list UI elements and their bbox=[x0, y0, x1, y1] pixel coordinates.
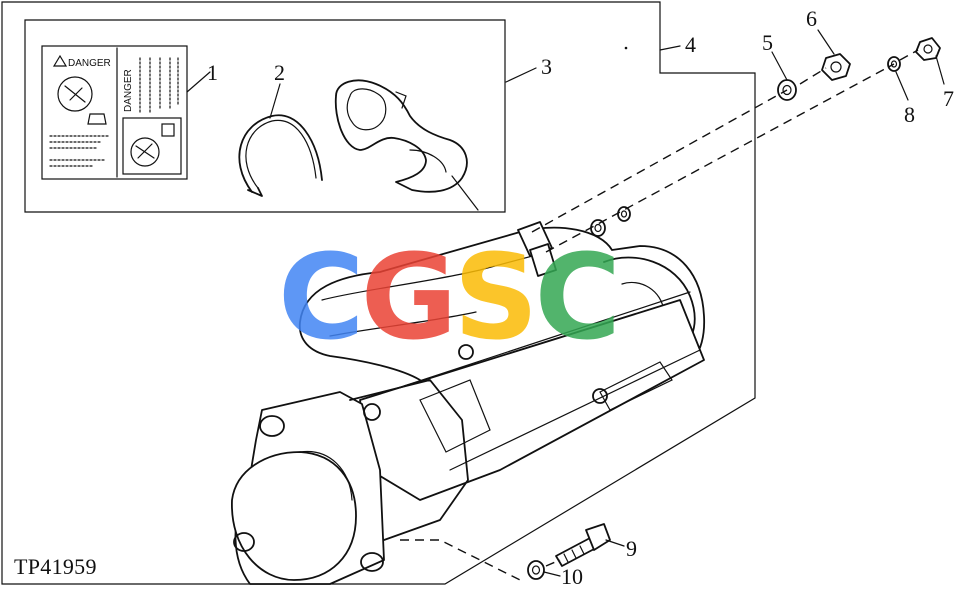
speck bbox=[624, 46, 628, 50]
terminal-washer-small bbox=[617, 206, 631, 222]
inset-box bbox=[24, 19, 506, 213]
leader-line bbox=[186, 71, 211, 93]
figure-id: TP41959 bbox=[14, 554, 97, 579]
leader-line bbox=[895, 71, 909, 101]
leader-line bbox=[543, 571, 561, 577]
lock-washer-8 bbox=[887, 56, 901, 72]
alignment-line bbox=[545, 63, 895, 253]
callout-1: 1 bbox=[207, 60, 218, 85]
terminal-nut-small bbox=[590, 219, 606, 237]
callout-6: 6 bbox=[806, 6, 817, 31]
assembly-boundary bbox=[1, 1, 756, 585]
leader-line bbox=[935, 55, 945, 85]
lock-washer-10 bbox=[527, 560, 545, 580]
leader-line bbox=[771, 51, 788, 81]
leader-line bbox=[817, 29, 835, 55]
cap-screw-9 bbox=[555, 523, 611, 567]
wire-harness-strap bbox=[238, 114, 323, 197]
nut-6 bbox=[821, 53, 851, 81]
leader-line bbox=[505, 67, 537, 83]
callout-5: 5 bbox=[762, 30, 773, 55]
callout-9: 9 bbox=[626, 536, 637, 561]
alignment-line bbox=[545, 559, 561, 567]
callout-4: 4 bbox=[685, 32, 696, 57]
danger-decal: DANGER DANGER bbox=[41, 45, 188, 180]
starting-motor bbox=[231, 221, 705, 585]
callout-8: 8 bbox=[904, 102, 915, 127]
leader-line bbox=[659, 45, 681, 51]
leader-line bbox=[269, 83, 281, 119]
alignment-line bbox=[531, 89, 788, 233]
alignment-line bbox=[799, 67, 827, 85]
alignment-line bbox=[899, 49, 919, 61]
alignment-line bbox=[400, 539, 521, 581]
decal-right-title: DANGER bbox=[123, 69, 134, 112]
callout-2: 2 bbox=[274, 60, 285, 85]
callout-3: 3 bbox=[541, 54, 552, 79]
callout-7: 7 bbox=[943, 86, 954, 111]
decal-left-title: DANGER bbox=[68, 58, 111, 69]
callout-10: 10 bbox=[561, 564, 583, 589]
leader-line bbox=[605, 539, 625, 547]
leader-line bbox=[451, 175, 479, 211]
terminal-boot bbox=[334, 79, 468, 193]
